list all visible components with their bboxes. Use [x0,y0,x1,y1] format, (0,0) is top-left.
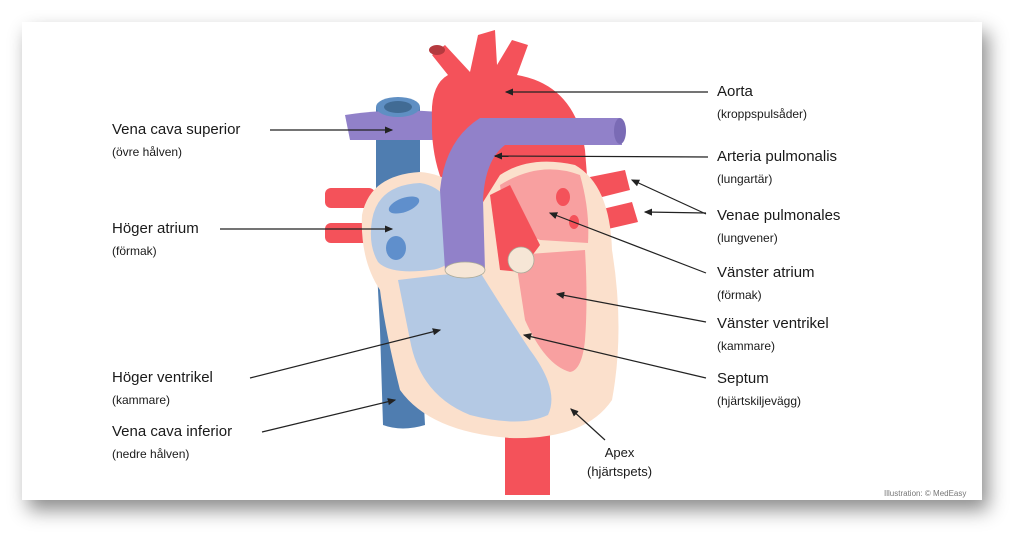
atrium-opening-1 [388,196,420,214]
label-vanster-ventrikel: Vänster ventrikel (kammare) [717,315,829,354]
label-sub: (hjärtspets) [587,464,653,479]
left-ventricle [515,250,587,372]
label-main: Vänster ventrikel [717,315,829,332]
label-venae-pulmonales: Venae pulmonales (lungvener) [717,207,840,246]
label-sub: (kroppspulsåder) [717,107,808,121]
arrow-venae-pulmonales-1 [630,179,707,215]
label-sub: (kammare) [112,393,171,407]
label-vena-cava-superior: Vena cava superior (övre hålven) [112,121,240,160]
arrow-hoger-ventrikel [249,328,442,379]
label-main: Vena cava inferior [112,423,233,440]
label-sub: (hjärtskiljevägg) [717,394,802,408]
label-main: Vänster atrium [717,264,815,281]
arrow-septum [522,333,707,379]
label-apex: Apex (hjärtspets) [587,444,652,480]
arrow-vanster-atrium [548,212,707,274]
aorta-branch-opening [429,45,445,55]
label-main: Apex [604,445,635,460]
label-main: Aorta [717,83,753,100]
illustration-credit: Illustration: © MedEasy [884,489,967,498]
label-main: Höger ventrikel [112,369,213,386]
label-vanster-atrium: Vänster atrium (förmak) [717,264,815,303]
arrow-vanster-ventrikel [555,291,707,323]
label-aorta: Aorta (kroppspulsåder) [717,83,807,122]
pulmonary-trunk [440,118,622,270]
label-arteria-pulmonalis: Arteria pulmonalis (lungartär) [717,148,837,187]
left-atrium-opening-1 [556,188,570,206]
label-sub: (förmak) [112,244,157,258]
atrium-opening-2 [386,236,406,260]
label-main: Höger atrium [112,220,199,237]
svc-lumen [384,101,412,113]
arrow-vena-cava-inferior [261,398,397,433]
label-septum: Septum (hjärtskiljevägg) [717,370,801,409]
pulmonary-artery-left [345,110,440,140]
right-ventricle [398,272,552,422]
label-sub: (övre hålven) [112,145,183,159]
label-sub: (nedre hålven) [112,447,190,461]
pulmonary-vein-left-1 [325,188,375,208]
label-sub: (lungvener) [717,231,778,245]
label-hoger-ventrikel: Höger ventrikel (kammare) [112,369,213,408]
label-main: Venae pulmonales [717,207,841,224]
arrow-apex [570,408,606,441]
arrow-arteria-pulmonalis [493,152,709,160]
label-main: Vena cava superior [112,121,241,138]
label-sub: (förmak) [717,288,762,302]
label-hoger-atrium: Höger atrium (förmak) [112,220,199,259]
arrow-venae-pulmonales-2 [643,208,707,216]
pulmonary-valve [444,261,486,279]
aortic-valve [507,246,535,274]
pulmonary-opening [614,118,626,144]
label-main: Arteria pulmonalis [717,148,838,165]
label-sub: (lungartär) [717,172,773,186]
label-sub: (kammare) [717,339,776,353]
label-main: Septum [717,370,769,387]
pulmonary-vein-left-2 [325,223,370,243]
label-vena-cava-inferior: Vena cava inferior (nedre hålven) [112,423,232,462]
